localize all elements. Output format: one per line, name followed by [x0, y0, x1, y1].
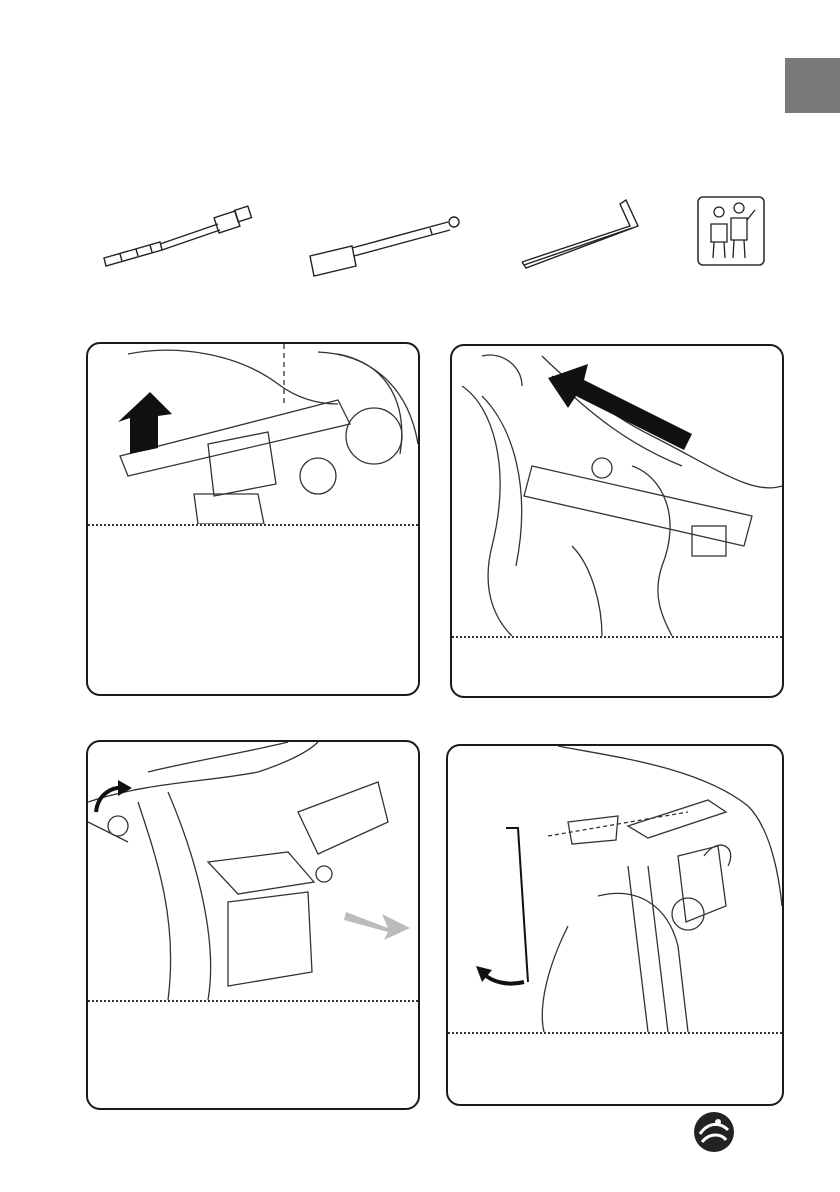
- step-panel-3: [86, 740, 420, 1110]
- allen-key-icon: [520, 196, 650, 276]
- caption-divider: [88, 524, 418, 526]
- handlebar-adjust-illustration: [452, 346, 782, 636]
- rotate-arrow-icon: [484, 974, 524, 984]
- diagonal-arrow-icon: [548, 364, 692, 450]
- seat-bracket-illustration: [448, 746, 782, 1032]
- caption-divider: [448, 1032, 782, 1034]
- caption-divider: [452, 636, 782, 638]
- seat-slide-illustration: [88, 344, 418, 524]
- torque-wrench-icon: [100, 200, 260, 270]
- step-panel-1: [86, 342, 420, 696]
- step-panel-2: [450, 344, 784, 698]
- allen-key-icon: [506, 828, 528, 982]
- two-person-icon: [697, 196, 765, 266]
- tools-row: [0, 190, 840, 280]
- brand-logo-icon: [690, 1108, 738, 1156]
- section-tab-marker: [785, 58, 840, 113]
- caption-divider: [88, 1000, 418, 1002]
- bolt-removal-illustration: [88, 742, 418, 1000]
- step-panel-4: [446, 744, 784, 1106]
- screwdriver-icon: [308, 200, 468, 280]
